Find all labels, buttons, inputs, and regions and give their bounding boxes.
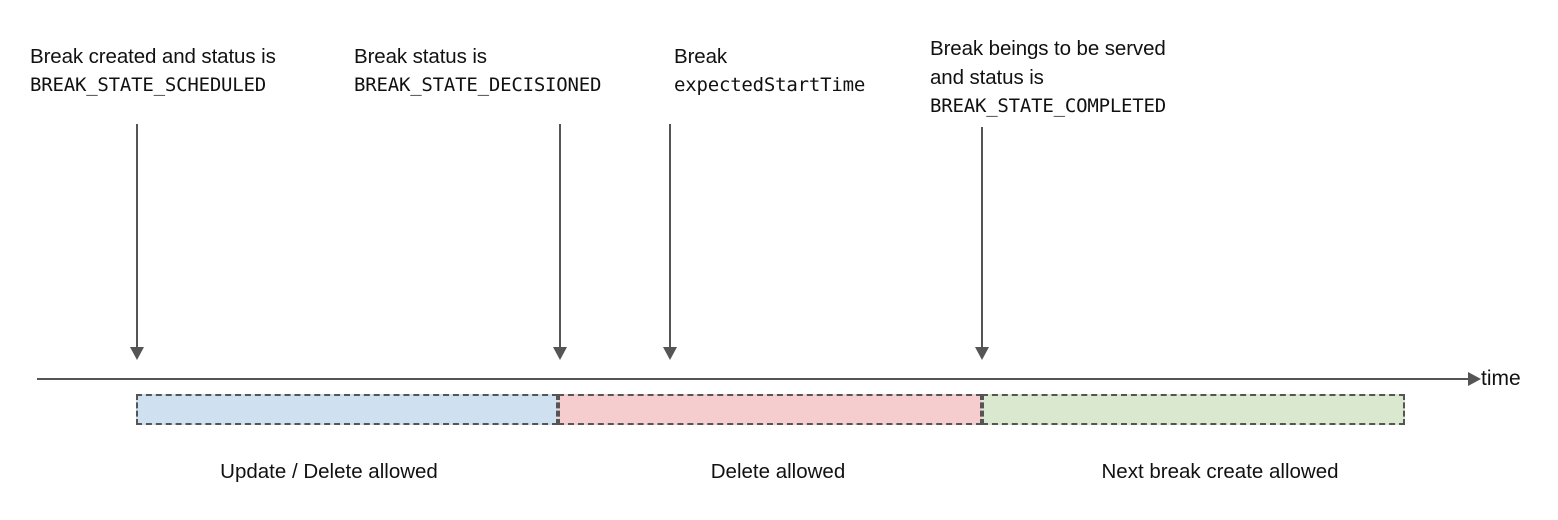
pointer-arrow-line-break-completed xyxy=(981,127,983,347)
time-axis-arrow-icon xyxy=(1468,372,1481,386)
annotation-break-created: Break created and status is BREAK_STATE_S… xyxy=(30,42,276,100)
annotation-expected-start-time: Break expectedStartTime xyxy=(674,42,865,100)
time-axis-label: time xyxy=(1481,367,1521,390)
annotation-break-decisioned: Break status is BREAK_STATE_DECISIONED xyxy=(354,42,601,100)
phase-caption-update-delete: Update / Delete allowed xyxy=(220,460,438,483)
annotation-line: BREAK_STATE_COMPLETED xyxy=(930,95,1167,117)
phase-caption-delete-only: Delete allowed xyxy=(710,460,846,483)
annotation-line: Break created and status is xyxy=(30,45,276,68)
pointer-arrow-head-break-decisioned xyxy=(553,347,567,360)
time-axis-line xyxy=(37,378,1468,380)
annotation-line: and status is xyxy=(930,66,1044,89)
phase-bar-delete-only xyxy=(558,394,982,425)
annotation-line: Break status is xyxy=(354,45,487,68)
pointer-arrow-line-break-created xyxy=(136,124,138,347)
annotation-line: expectedStartTime xyxy=(674,74,866,96)
annotation-line: Break beings to be served xyxy=(930,37,1166,60)
phase-bar-update-delete xyxy=(136,394,558,425)
annotation-break-completed: Break beings to be served and status is BR… xyxy=(930,34,1166,121)
pointer-arrow-head-break-completed xyxy=(975,347,989,360)
annotation-line: BREAK_STATE_SCHEDULED xyxy=(30,74,267,96)
annotation-line: BREAK_STATE_DECISIONED xyxy=(354,74,602,96)
pointer-arrow-head-expected-start-time xyxy=(663,347,677,360)
pointer-arrow-line-break-decisioned xyxy=(559,124,561,347)
annotation-line: Break xyxy=(674,45,728,68)
phase-caption-next-break: Next break create allowed xyxy=(1101,460,1339,483)
pointer-arrow-head-break-created xyxy=(130,347,144,360)
pointer-arrow-line-expected-start-time xyxy=(669,124,671,347)
phase-bar-next-break xyxy=(982,394,1405,425)
